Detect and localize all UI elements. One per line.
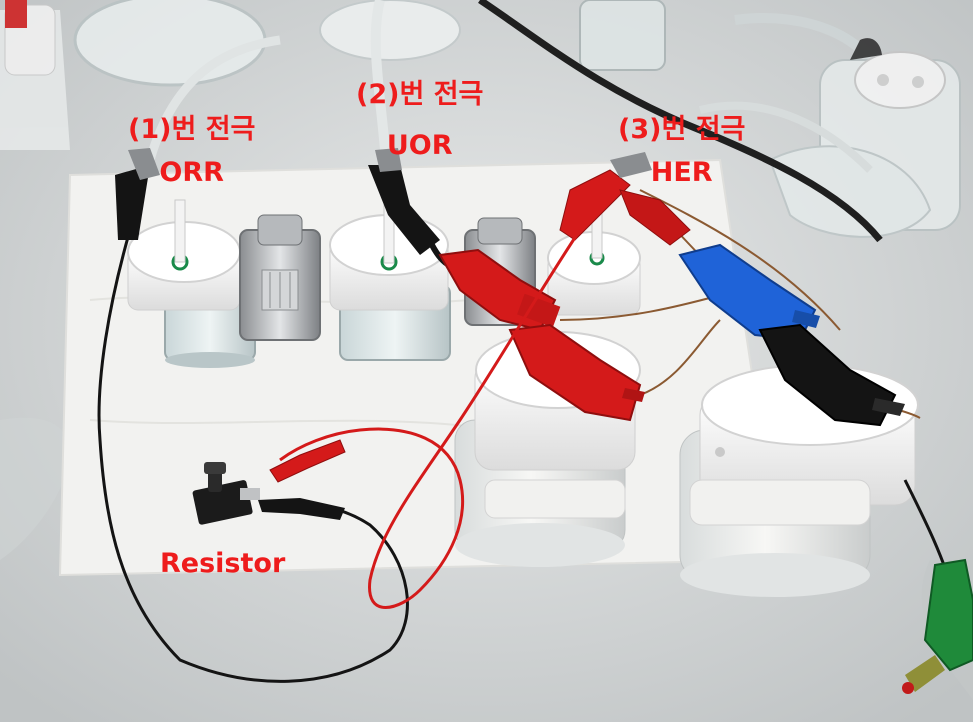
green-banana-plug — [902, 558, 973, 694]
background-tubing — [145, 0, 883, 243]
resistor-module — [192, 462, 260, 525]
electrode-1-title: (1)번 전극 — [128, 114, 256, 145]
resistor-label: Resistor — [160, 548, 286, 579]
electrode-3-reaction: HER — [650, 157, 713, 188]
black-lead-left — [97, 229, 409, 683]
red-lead-wire — [279, 229, 582, 609]
black-banana-plug — [758, 323, 905, 427]
electrode-3-label: (3)번 전극 HER — [618, 116, 745, 186]
blue-banana-plug — [678, 243, 820, 342]
electrode-2-reaction: UOR — [386, 130, 453, 161]
red-banana-plug-upper — [438, 248, 561, 332]
cell-1 — [127, 199, 256, 368]
electrode-3-title: (3)번 전극 — [618, 114, 746, 145]
electrode-2-title: (2)번 전극 — [356, 79, 484, 110]
red-alligator-clip-3 — [559, 169, 631, 241]
cell-clamp-left — [239, 214, 321, 341]
electrode-1-reaction: ORR — [159, 157, 224, 188]
black-alligator-clip-resistor — [258, 498, 345, 520]
electrode-1-label: (1)번 전극 ORR — [128, 116, 255, 186]
red-alligator-clip-resistor — [269, 439, 346, 483]
electrode-2-label: (2)번 전극 UOR — [356, 81, 483, 159]
black-alligator-clip-2 — [368, 165, 440, 255]
red-banana-plug-lower — [508, 323, 645, 422]
black-alligator-clip-1 — [115, 165, 150, 240]
